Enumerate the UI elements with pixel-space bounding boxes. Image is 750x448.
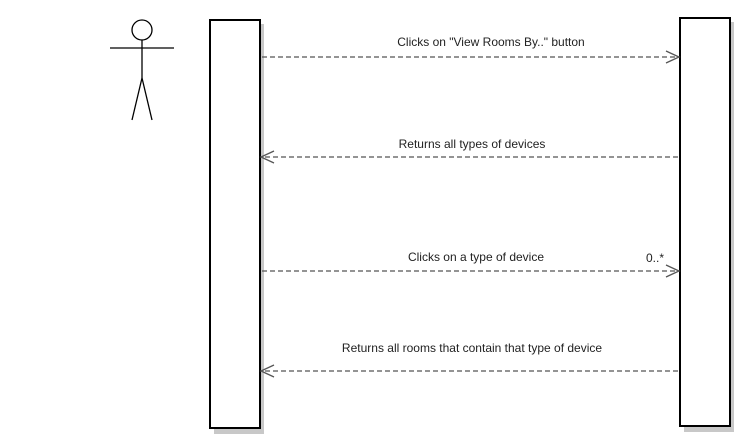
message-4[interactable]: Returns all rooms that contain that type… — [259, 341, 678, 378]
message-3-arrowhead-icon — [665, 264, 681, 278]
message-3-multiplicity: 0..* — [646, 251, 664, 265]
actor-head — [131, 19, 153, 41]
actor-left-leg — [131, 77, 143, 121]
message-1-arrowhead-icon — [665, 50, 681, 64]
message-3-label: Clicks on a type of device — [408, 250, 544, 264]
right-lifeline-box[interactable] — [679, 17, 731, 427]
actor-right-leg — [141, 77, 153, 121]
left-lifeline-box[interactable] — [209, 19, 261, 429]
actor-stick-figure-icon — [110, 19, 174, 121]
message-4-label: Returns all rooms that contain that type… — [342, 341, 602, 355]
left-lifeline[interactable] — [209, 19, 264, 434]
message-2[interactable]: Returns all types of devices — [259, 137, 678, 164]
message-4-arrowhead-icon — [259, 364, 275, 378]
message-2-label: Returns all types of devices — [399, 137, 546, 151]
message-3[interactable]: Clicks on a type of device 0..* — [262, 250, 681, 278]
message-2-arrowhead-icon — [259, 150, 275, 164]
message-1[interactable]: Clicks on "View Rooms By.." button — [262, 35, 681, 64]
message-1-label: Clicks on "View Rooms By.." button — [397, 35, 584, 49]
right-lifeline[interactable] — [679, 17, 734, 432]
